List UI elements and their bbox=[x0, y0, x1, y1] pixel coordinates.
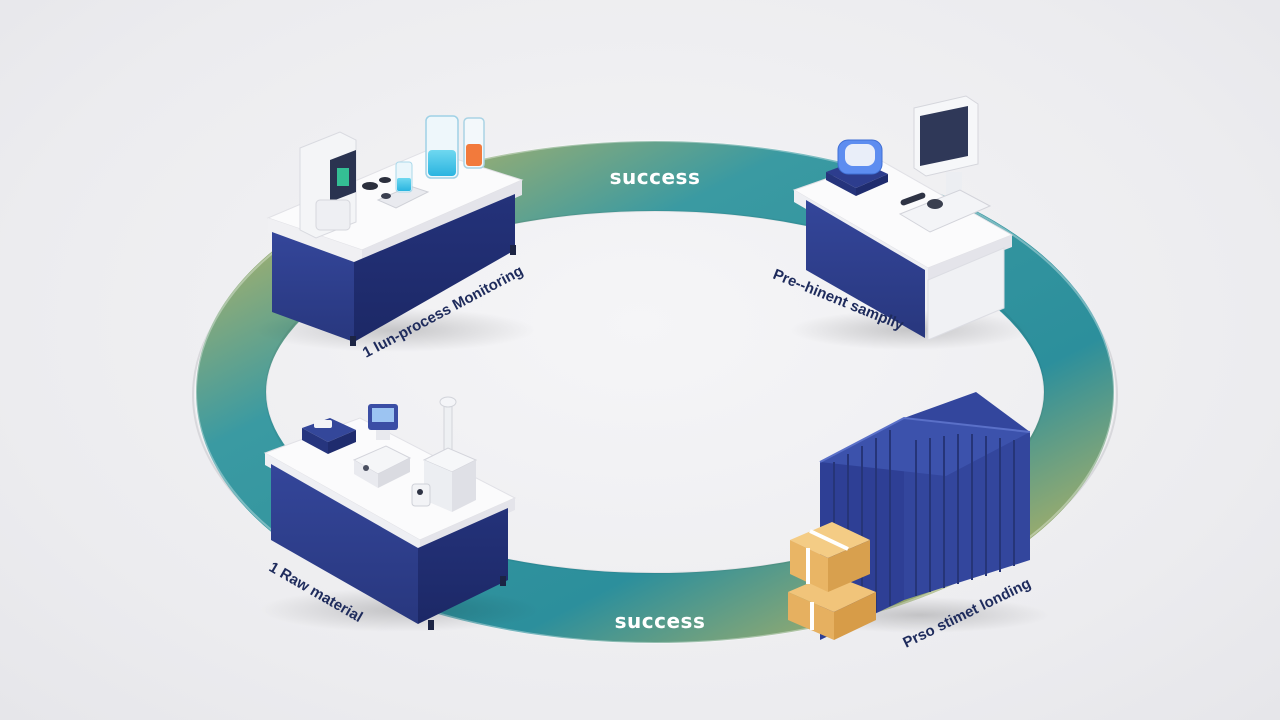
ring-label-bottom: success bbox=[615, 609, 706, 633]
ring-label-top: success bbox=[610, 165, 701, 189]
cardboard-boxes-icon bbox=[788, 522, 876, 640]
shipping-container-icon bbox=[788, 392, 1050, 640]
raw-material-bench-icon bbox=[260, 396, 540, 632]
process-ring bbox=[192, 140, 1118, 644]
inspection-station-icon bbox=[790, 95, 1030, 350]
lab-bench-icon bbox=[255, 115, 535, 352]
